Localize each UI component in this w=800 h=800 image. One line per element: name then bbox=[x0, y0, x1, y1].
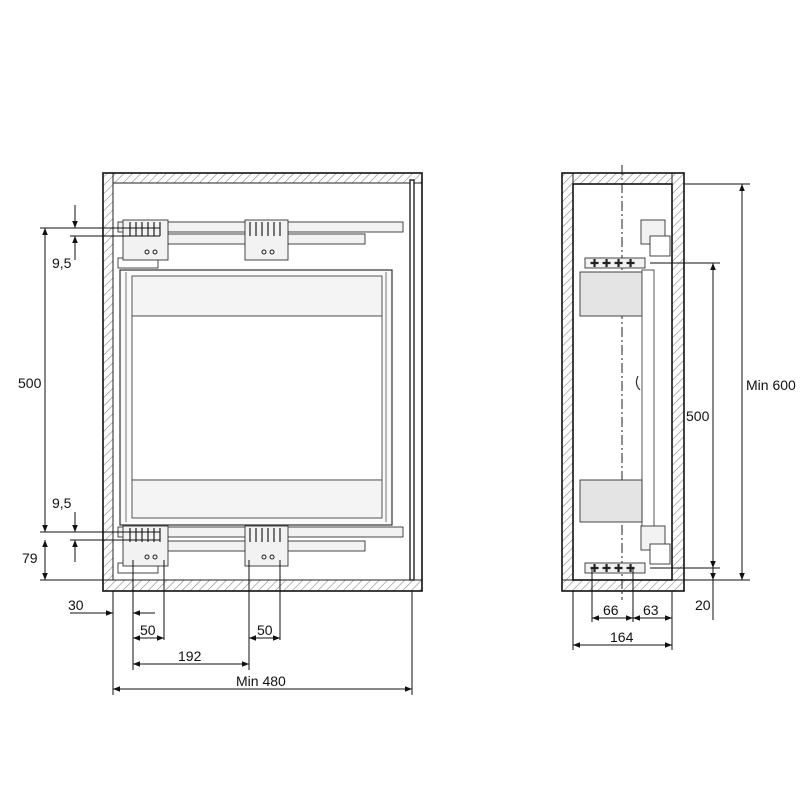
dim-offset-top: 9,5 bbox=[52, 255, 72, 271]
pull-out-basket bbox=[119, 269, 393, 526]
dim-left-30: 30 bbox=[68, 597, 84, 613]
side-right-wall bbox=[671, 172, 685, 592]
side-top-rail-screws: ✚ ✚ ✚ ✚ bbox=[590, 257, 635, 270]
basket-lower-shelf bbox=[131, 479, 383, 519]
side-upper-basket bbox=[579, 271, 643, 317]
side-hook-icon bbox=[635, 375, 641, 391]
basket-upper-shelf bbox=[131, 275, 383, 317]
front-top-wall bbox=[102, 172, 423, 184]
dim-depth-66: 66 bbox=[603, 602, 619, 618]
basket-middle bbox=[131, 315, 383, 481]
front-horizontal-dimensions: 30 50 192 50 Min 480 bbox=[68, 560, 413, 695]
front-outer-outline bbox=[102, 172, 423, 592]
bottom-runner-assembly bbox=[117, 525, 404, 574]
dim-bottom-20: 20 bbox=[695, 597, 711, 613]
dim-width-50-right: 50 bbox=[257, 622, 273, 638]
dim-depth-164: 164 bbox=[610, 629, 634, 645]
side-vertical-dimensions: 500 Min 600 20 bbox=[650, 183, 796, 620]
side-top-wall bbox=[561, 172, 685, 185]
svg-text:✚: ✚ bbox=[590, 257, 599, 270]
side-cabinet-frame bbox=[561, 165, 685, 600]
side-bottom-wall bbox=[561, 579, 685, 592]
svg-text:✚: ✚ bbox=[626, 257, 635, 270]
side-top-rail bbox=[584, 257, 646, 269]
front-vertical-dimensions: 9,5 500 9,5 79 bbox=[18, 205, 160, 581]
svg-text:✚: ✚ bbox=[614, 562, 623, 575]
side-view: ✚ ✚ ✚ ✚ ✚ ✚ ✚ ✚ bbox=[561, 165, 796, 650]
side-basket-frame bbox=[641, 269, 655, 533]
svg-text:✚: ✚ bbox=[614, 257, 623, 270]
front-cabinet-frame bbox=[102, 172, 423, 592]
side-left-wall bbox=[561, 172, 574, 592]
dim-min-width: Min 480 bbox=[236, 673, 286, 689]
svg-text:✚: ✚ bbox=[626, 562, 635, 575]
dim-height-500-front: 500 bbox=[18, 375, 42, 391]
dim-bottom-79: 79 bbox=[22, 550, 38, 566]
side-horizontal-dimensions: 66 63 164 bbox=[572, 568, 673, 650]
side-outer-outline bbox=[561, 172, 685, 592]
dim-depth-63: 63 bbox=[643, 602, 659, 618]
side-bottom-rail-screws: ✚ ✚ ✚ ✚ bbox=[590, 562, 635, 575]
dim-offset-bottom: 9,5 bbox=[52, 495, 72, 511]
svg-text:✚: ✚ bbox=[602, 257, 611, 270]
side-top-clip bbox=[649, 235, 671, 257]
top-runner-assembly bbox=[117, 219, 404, 269]
svg-text:✚: ✚ bbox=[590, 562, 599, 575]
side-bottom-rail bbox=[584, 562, 646, 574]
svg-text:✚: ✚ bbox=[602, 562, 611, 575]
top-bracket-screws bbox=[129, 222, 281, 236]
dim-width-50-left: 50 bbox=[140, 622, 156, 638]
top-right-bracket bbox=[244, 219, 289, 261]
front-door-panel bbox=[409, 179, 415, 581]
dim-spacing-192: 192 bbox=[178, 648, 202, 664]
bottom-right-bracket bbox=[244, 525, 289, 567]
dim-height-500-side: 500 bbox=[686, 408, 710, 424]
front-bottom-wall bbox=[102, 579, 423, 592]
side-mechanism: ✚ ✚ ✚ ✚ ✚ ✚ ✚ ✚ bbox=[579, 219, 671, 575]
side-bottom-clip bbox=[649, 543, 671, 565]
side-lower-basket bbox=[579, 479, 643, 523]
dim-min-height: Min 600 bbox=[746, 377, 796, 393]
front-view: 9,5 500 9,5 79 30 50 192 50 Min 480 bbox=[18, 172, 423, 695]
